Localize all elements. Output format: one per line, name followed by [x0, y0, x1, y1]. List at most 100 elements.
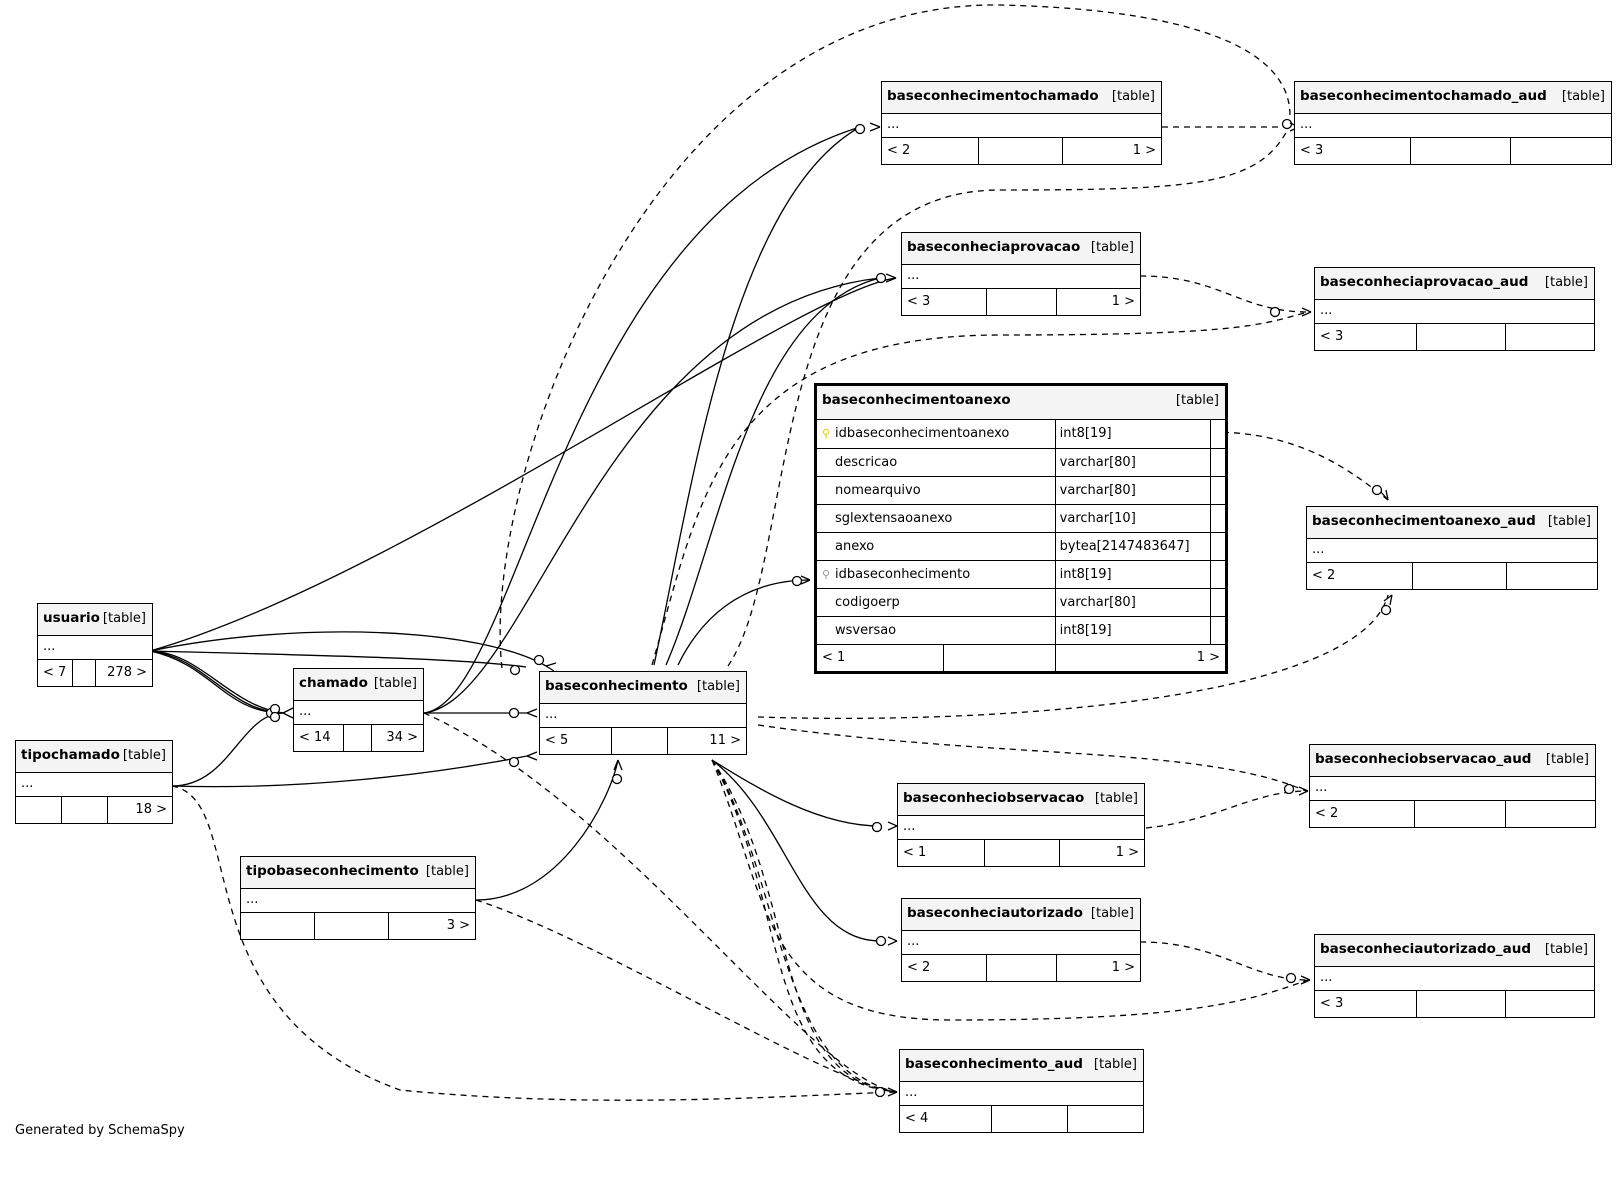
table-chamado[interactable]: chamado [table] ... < 14 34 >: [293, 668, 424, 752]
table-name: tipobaseconhecimento: [246, 863, 419, 879]
edge-baseconheciaprovacao-aud: [1139, 275, 1309, 313]
parents-count[interactable]: < 1: [898, 840, 985, 866]
parents-count[interactable]: < 2: [902, 955, 987, 981]
children-count[interactable]: [1506, 324, 1594, 350]
table-header: baseconhecimento_aud [table]: [900, 1050, 1143, 1082]
table-tipobaseconhecimento[interactable]: tipobaseconhecimento [table] ... 3 >: [240, 856, 476, 940]
column-type: varchar[10]: [1055, 504, 1212, 533]
edge-usuario-baseconhecimento: [149, 631, 547, 667]
table-baseconhecimentoanexo-aud[interactable]: baseconhecimentoanexo_aud [table] ... < …: [1306, 506, 1598, 590]
parents-count[interactable]: < 5: [540, 728, 612, 754]
table-footer: < 2 1 >: [882, 138, 1161, 164]
table-footer: < 1 1 >: [898, 840, 1144, 866]
children-count[interactable]: [1506, 801, 1595, 827]
children-count[interactable]: 3 >: [446, 918, 470, 933]
table-footer: < 14 34 >: [294, 725, 423, 751]
edge-usuario-chamado: [149, 650, 284, 714]
edge-anexo-baseconhecimentoanexo_aud: [1211, 431, 1389, 501]
table-tag: [table]: [1544, 275, 1588, 290]
table-tag: [table]: [1090, 240, 1134, 255]
parents-count[interactable]: < 1: [817, 644, 944, 671]
table-footer: < 3: [1315, 324, 1594, 350]
table-header: baseconhecimentoanexo [table]: [817, 386, 1225, 420]
edge-baseconheciobservacao-aud: [1145, 790, 1307, 829]
parents-count[interactable]: < 14: [294, 725, 344, 751]
children-count[interactable]: [1507, 563, 1597, 589]
more-columns: ...: [902, 931, 1140, 955]
table-baseconheciobservacao[interactable]: baseconheciobservacao [table] ... < 1 1 …: [897, 783, 1145, 867]
crow-feet: [282, 122, 1393, 1097]
table-name: baseconhecimentoanexo: [822, 392, 1011, 408]
table-name: usuario: [43, 610, 100, 626]
children-count[interactable]: 1 >: [1111, 960, 1135, 975]
table-tag: [table]: [1561, 89, 1605, 104]
edge-chamado-baseconheciaprovacao: [423, 277, 881, 714]
parents-count[interactable]: < 3: [1315, 324, 1417, 350]
more-columns: ...: [902, 265, 1140, 289]
parents-count[interactable]: < 4: [900, 1106, 992, 1132]
table-baseconhecimento-aud[interactable]: baseconhecimento_aud [table] ... < 4: [899, 1049, 1144, 1133]
children-count[interactable]: 18 >: [135, 802, 167, 817]
edge-baseconhecimento-baseconhecimento_aud: [711, 759, 898, 1093]
children-count[interactable]: 11 >: [709, 733, 741, 748]
column-row[interactable]: ⚲idbaseconhecimentoanexo int8[19]: [817, 420, 1225, 449]
table-header: usuario [table]: [38, 604, 152, 636]
children-count[interactable]: 1 >: [1111, 294, 1135, 309]
column-row[interactable]: anexo bytea[2147483647]: [817, 532, 1225, 561]
children-count[interactable]: [1506, 991, 1594, 1017]
table-baseconheciautorizado-aud[interactable]: baseconheciautorizado_aud [table] ... < …: [1314, 934, 1595, 1018]
table-baseconhecimentoanexo[interactable]: baseconhecimentoanexo [table] ⚲idbasecon…: [814, 383, 1228, 674]
parents-count[interactable]: < 2: [1307, 563, 1413, 589]
edge-usuario-baseconhecimento: [149, 650, 527, 668]
table-tag: [table]: [1545, 752, 1589, 767]
parents-count[interactable]: [16, 797, 62, 823]
parents-count[interactable]: < 3: [1295, 138, 1411, 164]
children-count[interactable]: [1068, 1106, 1143, 1132]
column-row[interactable]: ⚲idbaseconhecimento int8[19]: [817, 560, 1225, 589]
footer-middle: [1411, 138, 1511, 164]
table-name: tipochamado: [21, 747, 120, 763]
table-baseconhecimentochamado-aud[interactable]: baseconhecimentochamado_aud [table] ... …: [1294, 81, 1612, 165]
table-baseconhecimento[interactable]: baseconhecimento [table] ... < 5 11 >: [539, 671, 747, 755]
footer-middle: [1417, 324, 1506, 350]
children-count[interactable]: 278 >: [107, 665, 147, 680]
table-baseconheciautorizado[interactable]: baseconheciautorizado [table] ... < 2 1 …: [901, 898, 1141, 982]
table-tipochamado[interactable]: tipochamado [table] ... 18 >: [15, 740, 173, 824]
more-columns: ...: [900, 1082, 1143, 1106]
column-row[interactable]: sglextensaoanexo varchar[10]: [817, 504, 1225, 533]
column-row[interactable]: descricao varchar[80]: [817, 448, 1225, 477]
table-baseconheciaprovacao[interactable]: baseconheciaprovacao [table] ... < 3 1 >: [901, 232, 1141, 316]
table-header: baseconhecimentochamado_aud [table]: [1295, 82, 1611, 114]
children-count[interactable]: 34 >: [386, 730, 418, 745]
column-row[interactable]: wsversao int8[19]: [817, 616, 1225, 645]
table-name: baseconheciautorizado_aud: [1320, 941, 1532, 957]
table-baseconheciaprovacao-aud[interactable]: baseconheciaprovacao_aud [table] ... < 3: [1314, 267, 1595, 351]
column-type: varchar[80]: [1055, 476, 1212, 505]
column-name: idbaseconhecimentoanexo: [835, 426, 1010, 442]
column-row[interactable]: nomearquivo varchar[80]: [817, 476, 1225, 505]
table-footer: < 1 1 >: [817, 644, 1225, 671]
parents-count[interactable]: < 7: [38, 660, 73, 686]
column-name: nomearquivo: [835, 482, 921, 498]
children-count[interactable]: 1 >: [1196, 649, 1220, 665]
children-count[interactable]: [1511, 138, 1611, 164]
children-count[interactable]: 1 >: [1132, 143, 1156, 158]
edge-tipobaseconhecimento-baseconhecimento_aud: [475, 899, 898, 1093]
table-header: baseconheciautorizado [table]: [902, 899, 1140, 931]
parents-count[interactable]: < 2: [1310, 801, 1415, 827]
table-header: baseconheciaprovacao_aud [table]: [1315, 268, 1594, 300]
parents-count[interactable]: [241, 913, 315, 939]
edge-tipochamado-baseconhecimento_aud: [171, 785, 898, 1101]
table-tag: [table]: [425, 864, 469, 879]
parents-count[interactable]: < 3: [1315, 991, 1417, 1017]
table-tag: [table]: [1094, 791, 1138, 806]
table-footer: 3 >: [241, 913, 475, 939]
table-baseconhecimentochamado[interactable]: baseconhecimentochamado [table] ... < 2 …: [881, 81, 1162, 165]
parents-count[interactable]: < 3: [902, 289, 987, 315]
table-usuario[interactable]: usuario [table] ... < 7 278 >: [37, 603, 153, 687]
parents-count[interactable]: < 2: [882, 138, 979, 164]
table-baseconheciobservacao-aud[interactable]: baseconheciobservacao_aud [table] ... < …: [1309, 744, 1596, 828]
children-count[interactable]: 1 >: [1115, 845, 1139, 860]
edge-chamado-baseconhecimentochamado: [423, 126, 861, 714]
column-row[interactable]: codigoerp varchar[80]: [817, 588, 1225, 617]
